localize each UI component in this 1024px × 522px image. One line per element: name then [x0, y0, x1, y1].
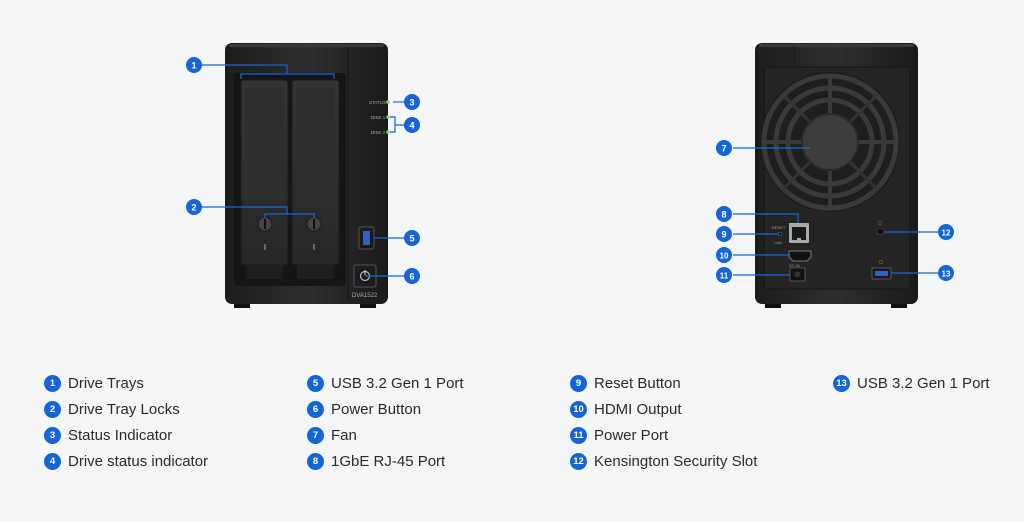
legend-column-4: 13 USB 3.2 Gen 1 Port: [833, 370, 990, 396]
svg-text:6: 6: [409, 272, 414, 282]
drive-tray-2-handle: [297, 265, 334, 279]
legend-badge-8: 8: [307, 452, 324, 470]
rear-callout-lines: [733, 147, 938, 276]
disk2-led-label: DISK 2: [371, 130, 386, 135]
svg-text:2: 2: [191, 203, 196, 213]
legend-column-1: 1 Drive Trays 2 Drive Tray Locks 3 Status I…: [44, 370, 208, 474]
legend-item-13: 13 USB 3.2 Gen 1 Port: [833, 370, 990, 396]
svg-text:3: 3: [409, 98, 414, 108]
svg-text:4: 4: [409, 121, 414, 131]
front-callout-lines: [202, 64, 404, 277]
legend-label-9: Reset Button: [594, 374, 681, 392]
legend-label-11: Power Port: [594, 426, 669, 444]
legend-badge-4: 4: [44, 452, 61, 470]
drive-tray-2-grip: [296, 88, 335, 208]
legend-label-1: Drive Trays: [68, 374, 144, 392]
tray-lock-2[interactable]: [306, 216, 322, 232]
callout-badge-10: 10: [716, 247, 732, 263]
status-led-label: STATUS: [369, 100, 386, 105]
disk1-led: [386, 115, 390, 119]
svg-text:13: 13: [942, 269, 951, 278]
legend-item-6: 6 Power Button: [307, 396, 464, 422]
legend-item-10: 10 HDMI Output: [570, 396, 757, 422]
legend-label-5: USB 3.2 Gen 1 Port: [331, 374, 464, 392]
legend-item-2: 2 Drive Tray Locks: [44, 396, 208, 422]
legend-item-1: 1 Drive Trays: [44, 370, 208, 396]
tray-2-indicator: [313, 244, 315, 250]
svg-text:11: 11: [720, 271, 729, 280]
reset-label: RESET: [772, 225, 786, 230]
legend-badge-11: 11: [570, 426, 587, 444]
legend-item-7: 7 Fan: [307, 422, 464, 448]
legend-column-2: 5 USB 3.2 Gen 1 Port 6 Power Button 7 Fan 8…: [307, 370, 464, 474]
callout-badge-5: 5: [404, 230, 420, 246]
callout-badge-2: 2: [186, 199, 202, 215]
svg-text:9: 9: [721, 230, 726, 240]
legend-badge-10: 10: [570, 400, 587, 418]
svg-text:12: 12: [942, 228, 951, 237]
callout-badge-3: 3: [404, 94, 420, 110]
front-top-highlight: [229, 44, 384, 47]
callout-badge-4: 4: [404, 117, 420, 133]
callout-badge-11: 11: [716, 267, 732, 283]
svg-text:10: 10: [720, 251, 729, 260]
legend-badge-9: 9: [570, 374, 587, 392]
tray-1-indicator: [264, 244, 266, 250]
legend-label-4: Drive status indicator: [68, 452, 209, 470]
drive-tray-1-grip: [245, 88, 284, 208]
legend-column-3: 9 Reset Button 10 HDMI Output 11 Power Port…: [570, 370, 757, 474]
legend-badge-3: 3: [44, 426, 61, 444]
legend-label-2: Drive Tray Locks: [68, 400, 180, 418]
kensington-slot[interactable]: [876, 228, 885, 235]
legend-badge-1: 1: [44, 374, 61, 392]
legend-item-8: 8 1GbE RJ-45 Port: [307, 448, 464, 474]
legend-badge-13: 13: [833, 374, 850, 392]
front-unit: STATUS DISK 1 DISK 2 DVA1522: [225, 43, 390, 308]
legend-badge-6: 6: [307, 400, 324, 418]
legend-badge-7: 7: [307, 426, 324, 444]
device-diagram: STATUS DISK 1 DISK 2 DVA1522: [186, 43, 954, 308]
callout-badge-6: 6: [404, 268, 420, 284]
callout-badges: 1 2 3 4 5 6 7 8 9 10 11 12 13: [186, 57, 954, 284]
callout-badge-8: 8: [716, 206, 732, 222]
disk1-led-label: DISK 1: [371, 115, 386, 120]
legend-item-11: 11 Power Port: [570, 422, 757, 448]
hdmi-port[interactable]: [788, 250, 812, 262]
legend-label-8: 1GbE RJ-45 Port: [331, 452, 446, 470]
legend: 1 Drive Trays 2 Drive Tray Locks 3 Status I…: [0, 370, 1024, 500]
model-label: DVA1522: [352, 293, 378, 299]
callout-badge-13: 13: [938, 265, 954, 281]
legend-item-4: 4 Drive status indicator: [44, 448, 208, 474]
legend-label-7: Fan: [331, 426, 357, 444]
svg-text:1: 1: [191, 61, 196, 71]
legend-item-9: 9 Reset Button: [570, 370, 757, 396]
tray-lock-1[interactable]: [257, 216, 273, 232]
legend-item-5: 5 USB 3.2 Gen 1 Port: [307, 370, 464, 396]
fan: [760, 72, 900, 212]
svg-text:8: 8: [721, 210, 726, 220]
callout-badge-1: 1: [186, 57, 202, 73]
legend-badge-2: 2: [44, 400, 61, 418]
status-led: [386, 100, 390, 104]
svg-text:7: 7: [721, 144, 726, 154]
legend-label-13: USB 3.2 Gen 1 Port: [857, 374, 990, 392]
callout-badge-9: 9: [716, 226, 732, 242]
legend-label-10: HDMI Output: [594, 400, 682, 418]
callout-badge-7: 7: [716, 140, 732, 156]
legend-label-3: Status Indicator: [68, 426, 173, 444]
disk2-led: [386, 130, 390, 134]
lan-label: LAN: [774, 240, 782, 245]
legend-label-12: Kensington Security Slot: [594, 452, 758, 470]
drive-tray-1-handle: [246, 265, 283, 279]
legend-badge-5: 5: [307, 374, 324, 392]
rear-unit: RESET LAN DC IN: [755, 43, 918, 308]
legend-badge-12: 12: [570, 452, 587, 470]
dc-in-label: DC IN: [789, 263, 800, 268]
legend-item-3: 3 Status Indicator: [44, 422, 208, 448]
legend-label-6: Power Button: [331, 400, 422, 418]
svg-text:5: 5: [409, 234, 414, 244]
legend-item-12: 12 Kensington Security Slot: [570, 448, 757, 474]
callout-badge-12: 12: [938, 224, 954, 240]
